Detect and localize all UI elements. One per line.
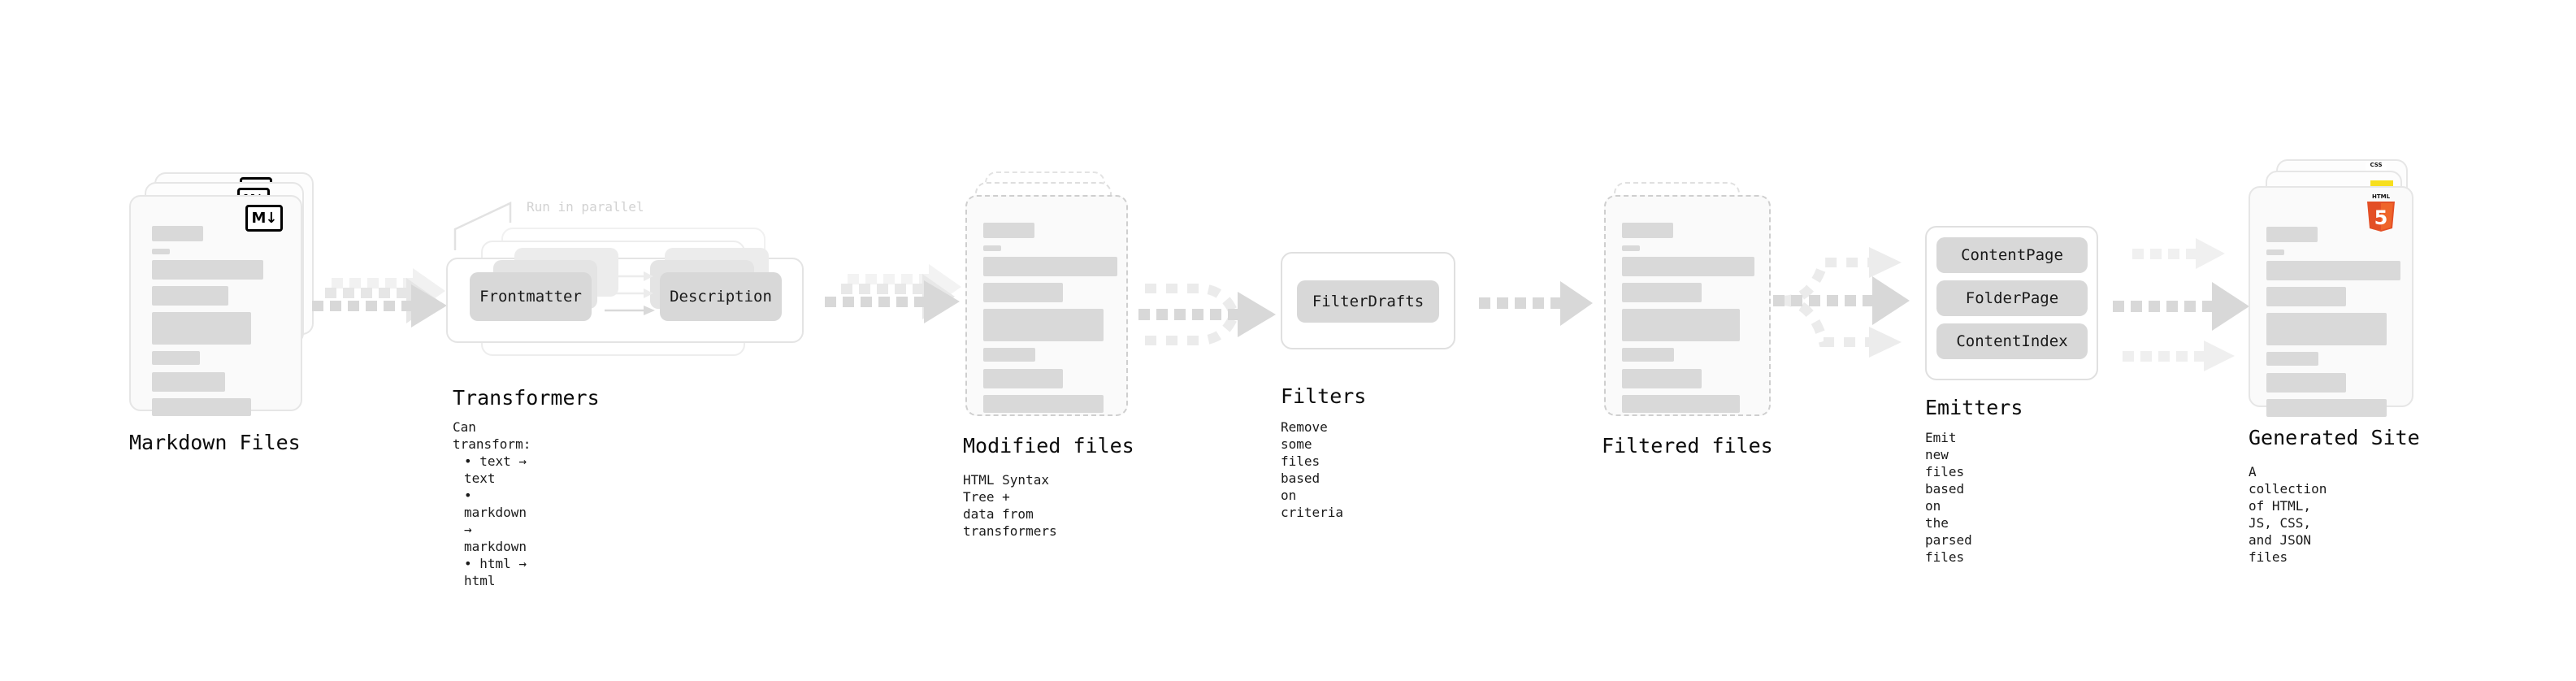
arrow-emitters-to-generated-site — [2113, 238, 2249, 371]
doc-bar — [983, 257, 1117, 276]
filtered-file-front — [1604, 195, 1771, 416]
filters-chip-filterdrafts[interactable]: FilterDrafts — [1297, 280, 1439, 323]
doc-bar — [1622, 257, 1754, 276]
arrow-modified-files-to-filters — [1138, 284, 1276, 345]
doc-bar — [983, 348, 1035, 362]
doc-bar — [1622, 223, 1673, 238]
html5-number: 5 — [2374, 206, 2388, 229]
doc-bar — [152, 312, 251, 345]
doc-bar — [152, 372, 225, 392]
transformer-chip-description[interactable]: Description — [660, 272, 782, 321]
emitters-chip-contentindex[interactable]: ContentIndex — [1936, 323, 2088, 359]
bullet-item: • text → text — [464, 453, 527, 486]
doc-bar — [2266, 313, 2387, 345]
doc-bar — [152, 351, 200, 365]
run-in-parallel-bracket — [453, 202, 512, 250]
transformers-bullets: Can transform: • text → text • markdown … — [453, 419, 531, 589]
arrow-filters-to-filtered-files — [1479, 281, 1593, 326]
stage-caption-modified-files: HTML Syntax Tree + data from transformer… — [963, 472, 1057, 539]
doc-bar — [1622, 245, 1640, 251]
doc-bar — [2266, 352, 2318, 366]
doc-bar — [2266, 373, 2346, 393]
emitters-chip-folderpage[interactable]: FolderPage — [1936, 280, 2088, 316]
bullets-lead: Can transform: — [453, 419, 531, 452]
doc-bar — [2266, 261, 2400, 280]
doc-bar — [983, 283, 1063, 302]
stage-title-filters: Filters — [1281, 384, 1367, 408]
doc-bar — [2266, 399, 2387, 417]
arrow-transformers-to-modified-files — [825, 264, 961, 323]
bullet-item: • markdown → markdown — [464, 488, 527, 554]
doc-bar — [983, 395, 1104, 413]
doc-bar — [1622, 395, 1740, 413]
stage-title-markdown-files: Markdown Files — [129, 431, 301, 454]
html5-icon: HTML 5 — [2367, 193, 2395, 232]
run-in-parallel-note: Run in parallel — [527, 199, 644, 215]
arrow-markdown-to-transformers — [312, 268, 447, 327]
transformer-inner-arrows — [605, 271, 655, 315]
doc-bar — [2266, 227, 2318, 242]
stage-caption-emitters: Emit new files based on the parsed files — [1925, 430, 1972, 565]
transformer-chip-frontmatter[interactable]: Frontmatter — [470, 272, 592, 321]
doc-bar — [1622, 309, 1740, 341]
stage-title-emitters: Emitters — [1925, 396, 2023, 419]
doc-bar — [152, 249, 170, 254]
arrow-filtered-files-to-emitters — [1773, 247, 1910, 358]
doc-bar — [983, 245, 1001, 251]
stage-title-generated-site: Generated Site — [2249, 426, 2420, 449]
stage-title-modified-files: Modified files — [963, 434, 1134, 458]
doc-bar — [152, 260, 263, 280]
doc-bar — [983, 223, 1034, 238]
doc-bar — [152, 226, 203, 241]
stage-caption-generated-site: A collection of HTML, JS, CSS, and JSON … — [2249, 464, 2327, 565]
doc-bar — [1622, 283, 1702, 302]
doc-bar — [983, 369, 1063, 388]
stage-caption-filters: Remove some files based on criteria — [1281, 419, 1344, 520]
stage-title-transformers: Transformers — [453, 386, 600, 410]
svg-text:HTML: HTML — [2372, 193, 2391, 200]
doc-bar — [983, 309, 1104, 341]
doc-bar — [152, 286, 228, 306]
doc-bar — [152, 398, 251, 416]
markdown-badge-front: M↓ — [245, 205, 283, 232]
modified-file-front — [965, 195, 1128, 416]
doc-bar — [1622, 348, 1674, 362]
emitters-chip-contentpage[interactable]: ContentPage — [1936, 237, 2088, 273]
bullet-item: • html → html — [464, 556, 527, 588]
doc-bar — [2266, 249, 2284, 255]
generated-file-html — [2249, 186, 2413, 417]
doc-bar — [2266, 287, 2346, 306]
doc-bar — [1622, 369, 1702, 388]
stage-title-filtered-files: Filtered files — [1602, 434, 1773, 458]
